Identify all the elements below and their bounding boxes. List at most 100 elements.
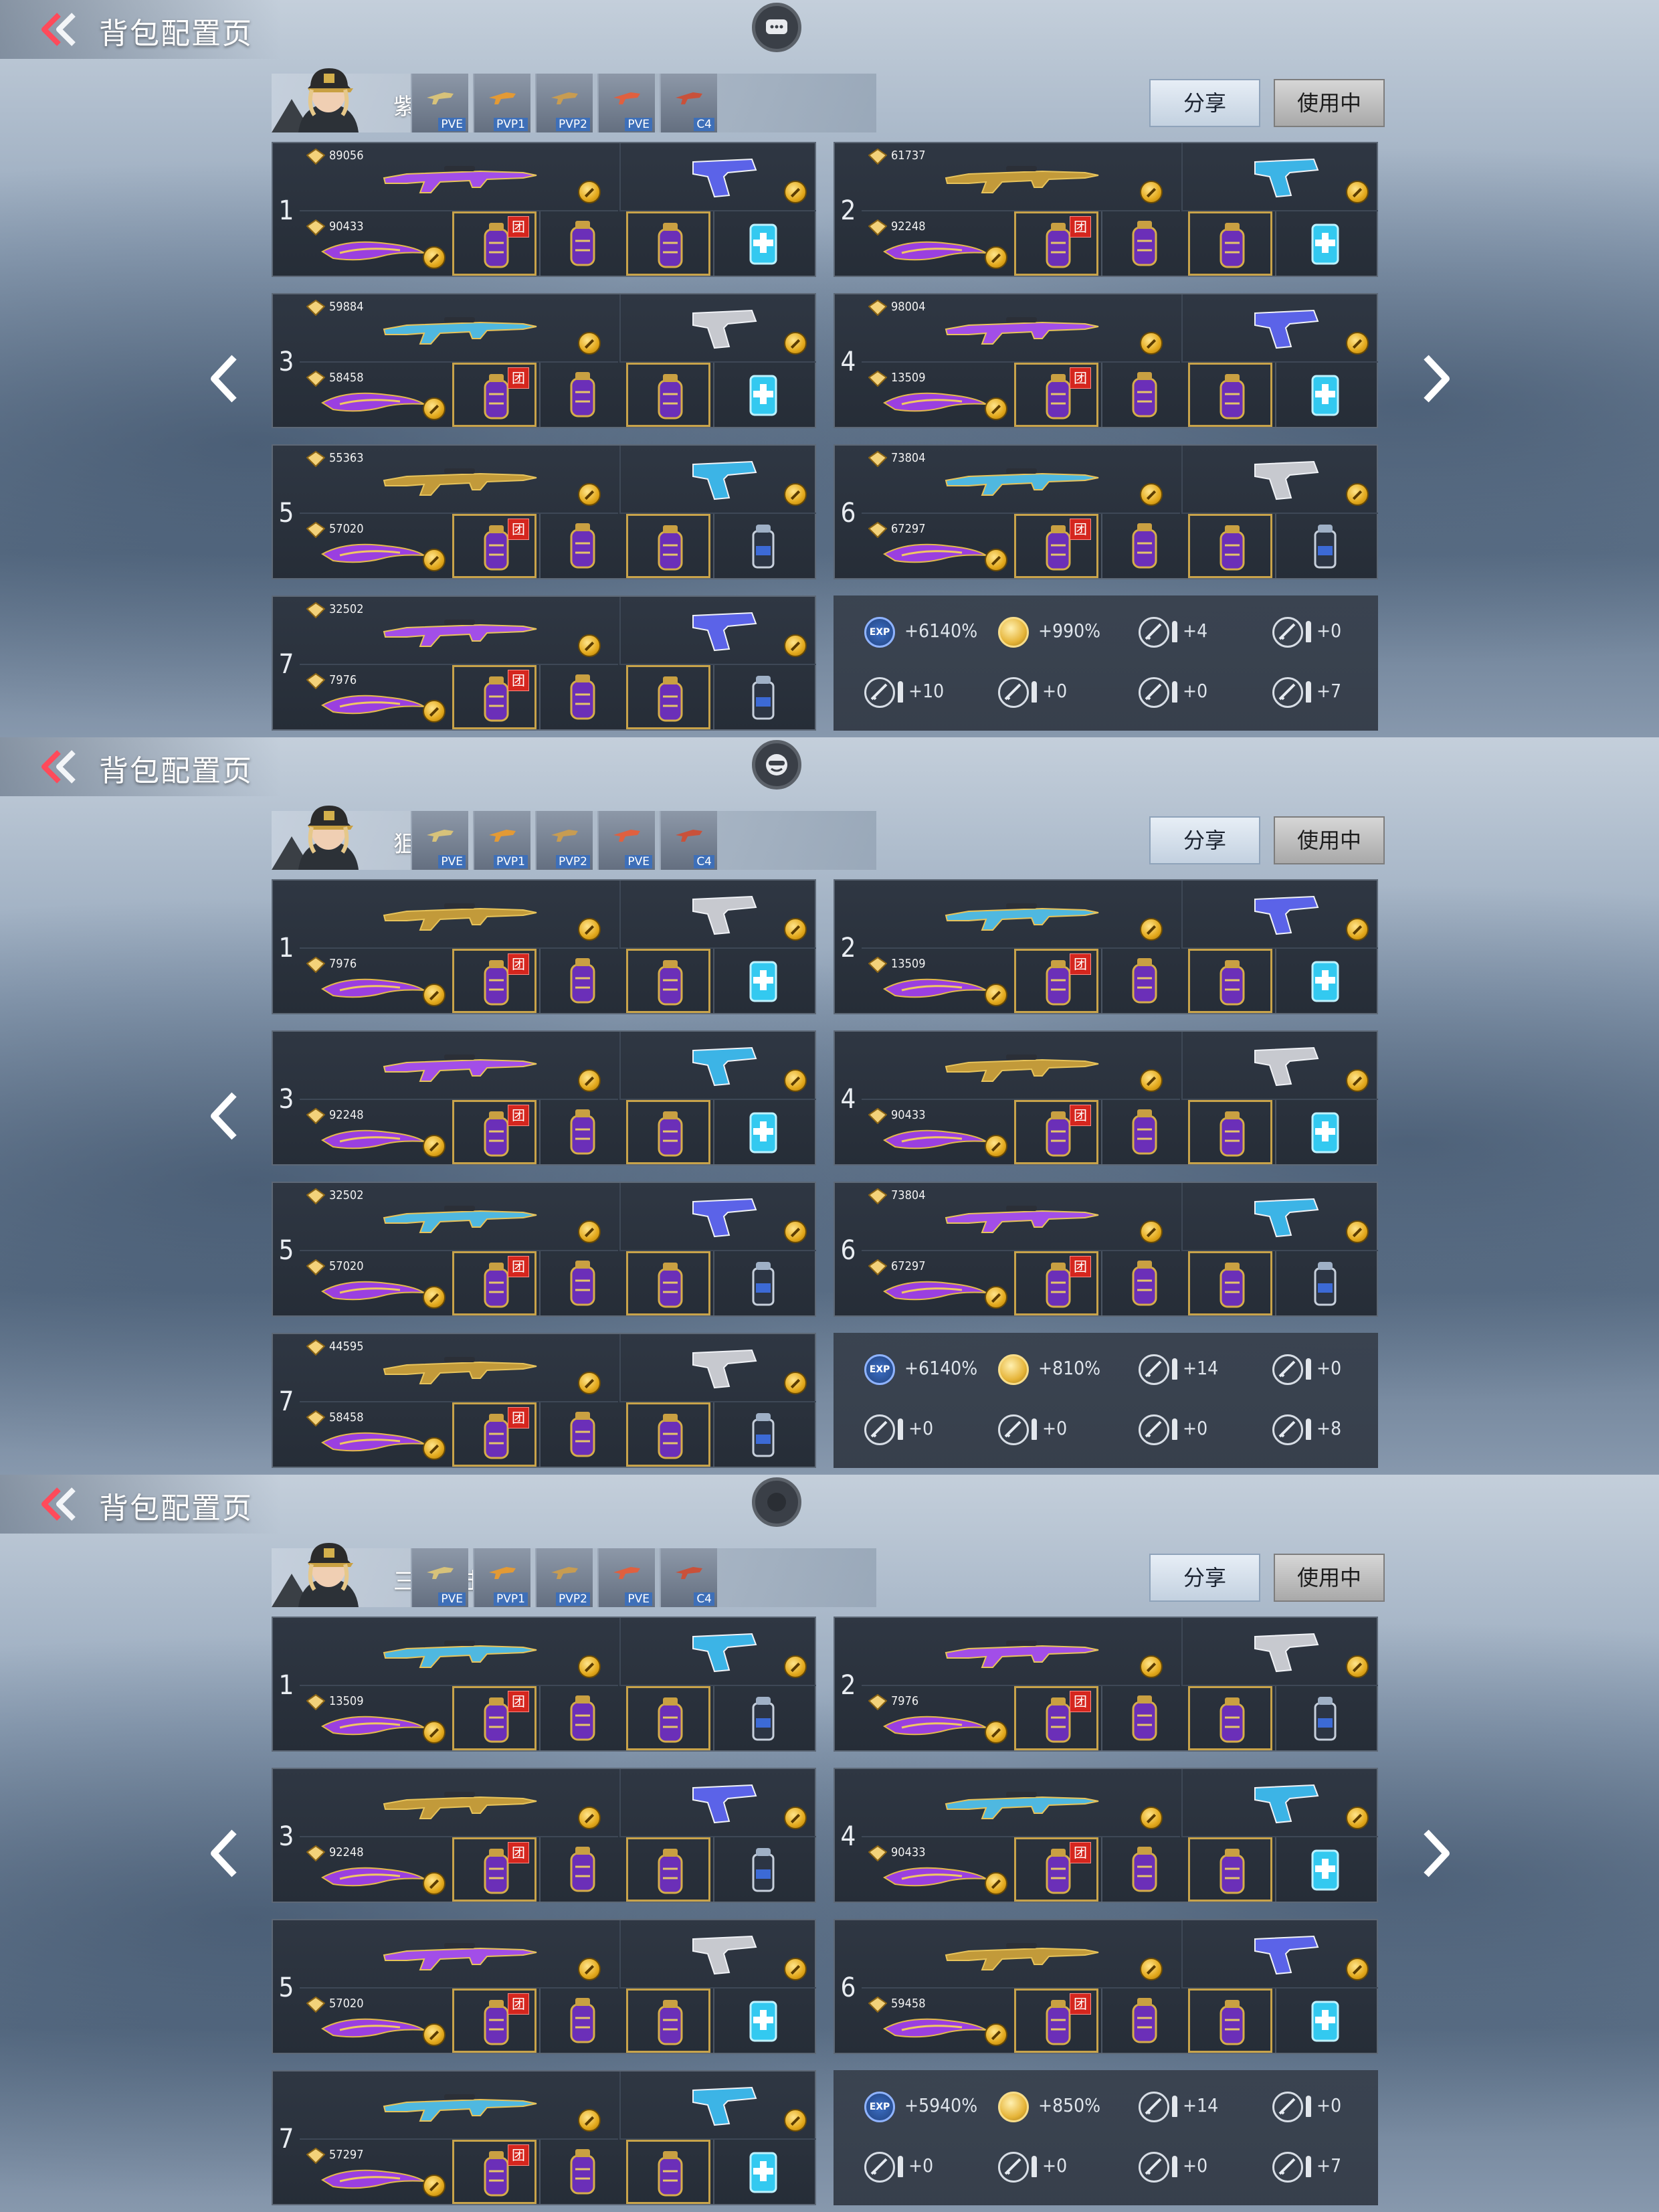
primary-weapon-slot[interactable]: 89056	[300, 143, 618, 211]
primary-weapon-slot[interactable]	[300, 1032, 618, 1100]
primary-weapon-slot[interactable]	[300, 1920, 618, 1989]
item-slot[interactable]	[1275, 1251, 1377, 1315]
item-slot[interactable]	[539, 1837, 623, 1902]
primary-weapon-slot[interactable]: 32502	[300, 1183, 618, 1251]
nav-prev-button[interactable]	[205, 352, 245, 405]
item-slot[interactable]	[626, 363, 710, 427]
primary-weapon-slot[interactable]: 55363	[300, 446, 618, 514]
item-slot[interactable]: 团	[1014, 211, 1098, 276]
item-slot[interactable]	[539, 1251, 623, 1315]
item-slot[interactable]: 团	[1014, 514, 1098, 578]
item-slot[interactable]: 团	[452, 1686, 536, 1750]
primary-weapon-slot[interactable]: 59884	[300, 294, 618, 363]
item-slot[interactable]	[713, 211, 815, 276]
secondary-weapon-slot[interactable]	[1181, 446, 1378, 514]
item-slot[interactable]	[1275, 1989, 1377, 2053]
item-slot[interactable]	[1275, 1100, 1377, 1164]
item-slot[interactable]	[626, 514, 710, 578]
melee-weapon-slot[interactable]: 92248	[300, 1100, 452, 1164]
melee-weapon-slot[interactable]: 67297	[862, 1251, 1014, 1315]
item-slot[interactable]	[539, 1686, 623, 1750]
secondary-weapon-slot[interactable]	[619, 1618, 816, 1686]
item-slot[interactable]	[626, 1686, 710, 1750]
item-slot[interactable]	[539, 665, 623, 729]
item-slot[interactable]	[713, 363, 815, 427]
mode-tab[interactable]: PVP2	[535, 1548, 593, 1607]
item-slot[interactable]	[713, 1686, 815, 1750]
item-slot[interactable]	[626, 2140, 710, 2204]
item-slot[interactable]	[1101, 1837, 1185, 1902]
primary-weapon-slot[interactable]	[862, 1769, 1180, 1837]
item-slot[interactable]	[713, 1100, 815, 1164]
secondary-weapon-slot[interactable]	[619, 294, 816, 363]
secondary-weapon-slot[interactable]	[619, 597, 816, 665]
secondary-weapon-slot[interactable]	[619, 1769, 816, 1837]
primary-weapon-slot[interactable]: 44595	[300, 1334, 618, 1402]
secondary-weapon-slot[interactable]	[619, 1920, 816, 1989]
item-slot[interactable]	[713, 1837, 815, 1902]
secondary-weapon-slot[interactable]	[1181, 881, 1378, 949]
item-slot[interactable]	[1101, 514, 1185, 578]
back-button[interactable]	[39, 11, 79, 48]
item-slot[interactable]: 团	[452, 2140, 536, 2204]
nav-next-button[interactable]	[1416, 352, 1456, 405]
melee-weapon-slot[interactable]: 57020	[300, 514, 452, 578]
item-slot[interactable]	[1101, 1251, 1185, 1315]
item-slot[interactable]	[713, 1402, 815, 1467]
melee-weapon-slot[interactable]: 92248	[862, 211, 1014, 276]
secondary-weapon-slot[interactable]	[1181, 1183, 1378, 1251]
item-slot[interactable]	[1188, 1837, 1272, 1902]
primary-weapon-slot[interactable]	[862, 881, 1180, 949]
item-slot[interactable]: 团	[1014, 1251, 1098, 1315]
item-slot[interactable]: 团	[452, 1251, 536, 1315]
mode-tab[interactable]: C4	[660, 811, 717, 870]
melee-weapon-slot[interactable]: 57297	[300, 2140, 452, 2204]
item-slot[interactable]	[1188, 1251, 1272, 1315]
item-slot[interactable]	[1101, 363, 1185, 427]
primary-weapon-slot[interactable]: 61737	[862, 143, 1180, 211]
primary-weapon-slot[interactable]	[300, 1769, 618, 1837]
primary-weapon-slot[interactable]: 98004	[862, 294, 1180, 363]
item-slot[interactable]: 团	[1014, 363, 1098, 427]
primary-weapon-slot[interactable]: 32502	[300, 597, 618, 665]
item-slot[interactable]	[539, 211, 623, 276]
item-slot[interactable]	[1188, 1100, 1272, 1164]
item-slot[interactable]	[713, 1989, 815, 2053]
primary-weapon-slot[interactable]	[862, 1618, 1180, 1686]
item-slot[interactable]	[1188, 1989, 1272, 2053]
item-slot[interactable]: 团	[452, 363, 536, 427]
melee-weapon-slot[interactable]: 58458	[300, 363, 452, 427]
item-slot[interactable]: 团	[1014, 1100, 1098, 1164]
secondary-weapon-slot[interactable]	[1181, 294, 1378, 363]
primary-weapon-slot[interactable]	[862, 1920, 1180, 1989]
secondary-weapon-slot[interactable]	[619, 1032, 816, 1100]
item-slot[interactable]: 团	[1014, 1989, 1098, 2053]
mode-tab[interactable]: PVP2	[535, 811, 593, 870]
item-slot[interactable]	[539, 1100, 623, 1164]
item-slot[interactable]: 团	[1014, 1837, 1098, 1902]
item-slot[interactable]	[713, 949, 815, 1013]
item-slot[interactable]	[1275, 1686, 1377, 1750]
melee-weapon-slot[interactable]: 59458	[862, 1989, 1014, 2053]
item-slot[interactable]: 团	[452, 665, 536, 729]
melee-weapon-slot[interactable]: 90433	[862, 1837, 1014, 1902]
melee-weapon-slot[interactable]: 57020	[300, 1251, 452, 1315]
in-use-button[interactable]: 使用中	[1274, 816, 1385, 864]
item-slot[interactable]: 团	[452, 514, 536, 578]
